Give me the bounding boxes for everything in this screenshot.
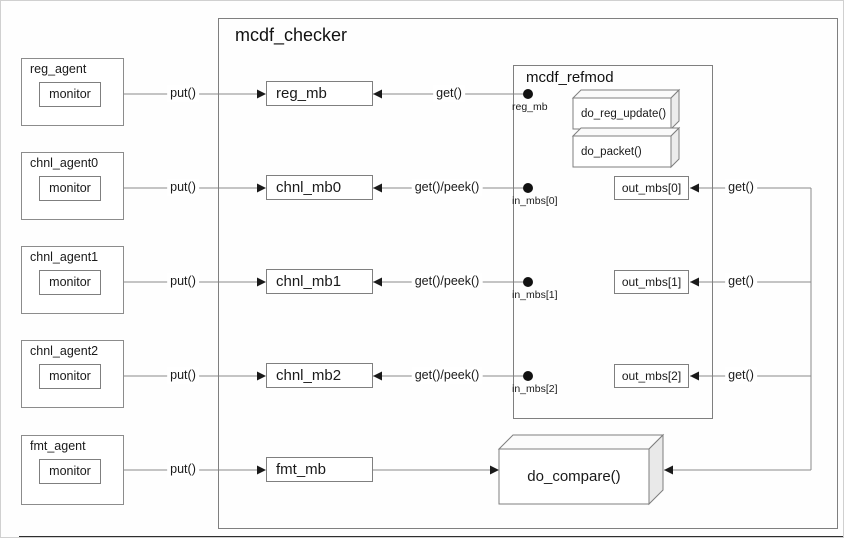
do-compare-front-face <box>498 448 650 505</box>
arrow-left-icon <box>373 371 382 381</box>
out-get-label: get() <box>725 367 757 384</box>
get-peek-label: get()/peek() <box>411 367 483 384</box>
arrow-right-icon <box>257 465 266 475</box>
put-label: put() <box>167 273 199 290</box>
arrow-right-icon <box>257 371 266 381</box>
port-label-reg-mb: reg_mb <box>512 101 548 113</box>
put-label: put() <box>167 461 199 478</box>
do-compare-label: do_compare() <box>527 468 621 485</box>
get-label: get() <box>433 85 465 102</box>
arrow-right-icon <box>257 89 266 99</box>
do-reg-update-label: do_reg_update() <box>581 107 667 120</box>
arrow-right-icon <box>257 183 266 193</box>
out-mbs-2-box: out_mbs[2] <box>614 364 689 388</box>
arrow-right-icon <box>490 465 499 475</box>
arrow-left-icon <box>373 277 382 287</box>
out-mbs-0-box: out_mbs[0] <box>614 176 689 200</box>
port-label-in-mbs0: in_mbs[0] <box>512 195 558 207</box>
agent-box-chnl2: chnl_agent2 monitor <box>21 340 124 408</box>
port-label-in-mbs2: in_mbs[2] <box>512 383 558 395</box>
arrow-left-icon <box>373 183 382 193</box>
port-label-in-mbs1: in_mbs[1] <box>512 289 558 301</box>
out-get-label: get() <box>725 273 757 290</box>
agent-title: chnl_agent2 <box>30 344 99 358</box>
arrowheads <box>257 89 699 475</box>
monitor-box: monitor <box>39 176 101 201</box>
put-label: put() <box>167 85 199 102</box>
bottom-edge-line <box>19 536 843 537</box>
do-packet-front-face <box>572 135 672 168</box>
arrow-left-icon <box>690 183 699 193</box>
agent-box-reg: reg_agent monitor <box>21 58 124 126</box>
agent-title: chnl_agent0 <box>30 156 99 170</box>
monitor-box: monitor <box>39 82 101 107</box>
agent-title: reg_agent <box>30 62 87 76</box>
arrow-left-icon <box>664 465 673 475</box>
mailbox-fmt-mb: fmt_mb <box>266 457 373 482</box>
do-packet-label: do_packet() <box>581 145 642 158</box>
port-dot-in-mbs1 <box>523 277 533 287</box>
refmod-ports <box>523 89 533 381</box>
mcdf-checker-title: mcdf_checker <box>235 25 348 45</box>
agent-box-chnl0: chnl_agent0 monitor <box>21 152 124 220</box>
agent-title: chnl_agent1 <box>30 250 99 264</box>
arrow-left-icon <box>373 89 382 99</box>
agent-box-chnl1: chnl_agent1 monitor <box>21 246 124 314</box>
mailbox-chnl-mb0: chnl_mb0 <box>266 175 373 200</box>
3d-boxes <box>497 88 681 506</box>
arrow-right-icon <box>257 277 266 287</box>
put-label: put() <box>167 367 199 384</box>
agent-title: fmt_agent <box>30 439 86 453</box>
out-get-label: get() <box>725 179 757 196</box>
arrow-left-icon <box>690 277 699 287</box>
monitor-box: monitor <box>39 459 101 484</box>
port-dot-in-mbs2 <box>523 371 533 381</box>
put-label: put() <box>167 179 199 196</box>
port-dot-reg-mb <box>523 89 533 99</box>
get-peek-label: get()/peek() <box>411 179 483 196</box>
mcdf-refmod-box: mcdf_refmod <box>513 65 713 419</box>
monitor-box: monitor <box>39 270 101 295</box>
mailbox-reg-mb: reg_mb <box>266 81 373 106</box>
agent-box-fmt: fmt_agent monitor <box>21 435 124 505</box>
monitor-box: monitor <box>39 364 101 389</box>
mailbox-chnl-mb2: chnl_mb2 <box>266 363 373 388</box>
arrow-left-icon <box>690 371 699 381</box>
mailbox-chnl-mb1: chnl_mb1 <box>266 269 373 294</box>
port-dot-in-mbs0 <box>523 183 533 193</box>
out-mbs-1-box: out_mbs[1] <box>614 270 689 294</box>
get-peek-label: get()/peek() <box>411 273 483 290</box>
mcdf-refmod-title: mcdf_refmod <box>526 69 614 86</box>
mcdf-checker-box: mcdf_checker <box>218 18 838 529</box>
